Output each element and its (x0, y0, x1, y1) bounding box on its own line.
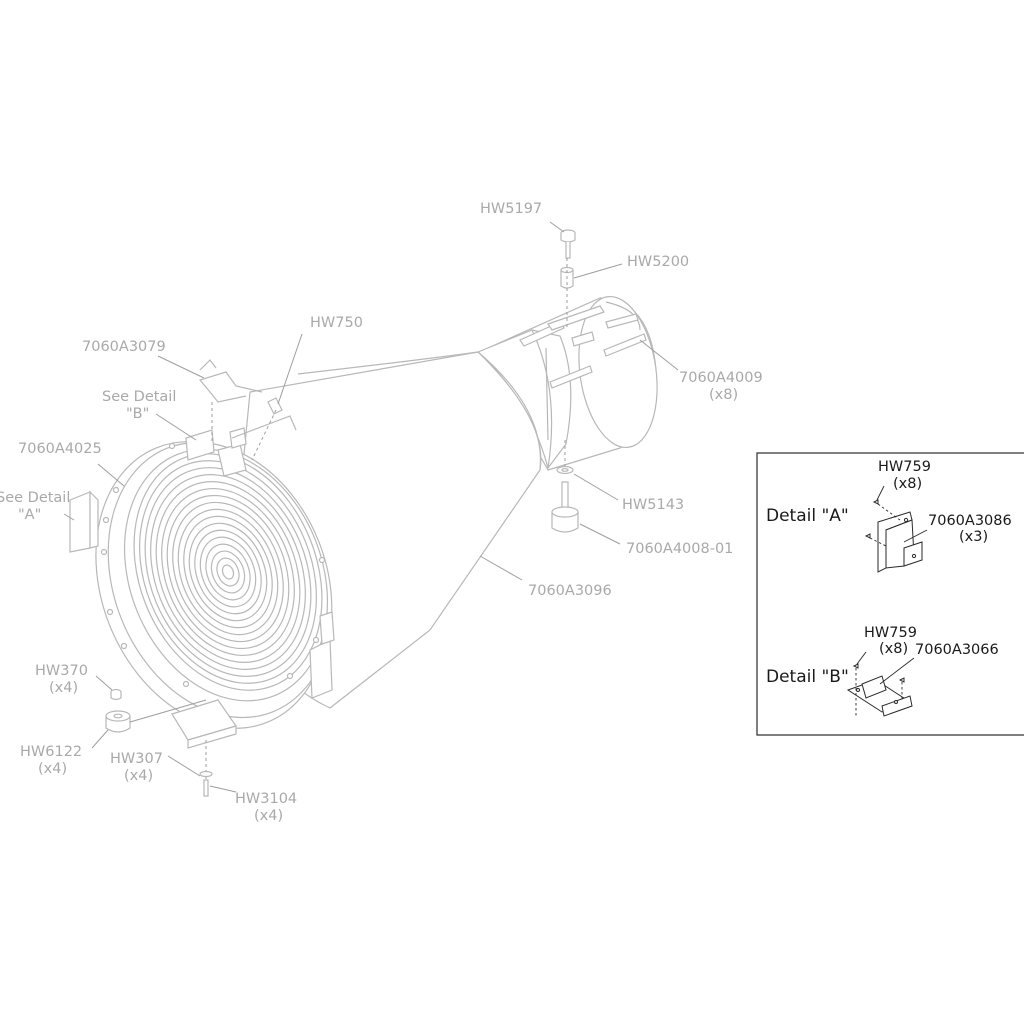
detail-a-hw759: HW759 (878, 459, 931, 475)
label-see-detail-b-line2: "B" (126, 406, 149, 422)
7060A3079-clip (198, 359, 263, 403)
fresnel-ring (161, 487, 295, 657)
hw370-nut (110, 688, 122, 701)
fresnel-lens-7060A4025 (95, 441, 333, 729)
label-hw307: HW307 (110, 751, 163, 767)
fresnel-ring (183, 515, 273, 629)
detail-a-hw759-qty: (x8) (893, 476, 922, 492)
hw3104-screw (203, 779, 209, 797)
label-hw750: HW750 (310, 315, 363, 331)
label-see-detail-b-line1: See Detail (102, 389, 176, 405)
fresnel-ring (150, 474, 306, 670)
fresnel-ring (155, 480, 301, 664)
detail-b-hw759: HW759 (864, 625, 917, 641)
lens-bracket-bottom (171, 699, 237, 749)
hw6122-bumper (105, 710, 131, 733)
detail-b-title: Detail "B" (766, 667, 849, 687)
part-labels: HW5197 HW5200 HW750 7060A3079 7060A4009 … (0, 201, 763, 824)
fresnel-ring (172, 501, 284, 643)
label-7060A3096: 7060A3096 (528, 583, 612, 599)
detail-b-part: 7060A3066 (915, 642, 999, 658)
label-see-detail-a-line2: "A" (18, 507, 41, 523)
detail-a-title: Detail "A" (766, 506, 849, 526)
fresnel-ring (139, 460, 317, 684)
label-hw5143: HW5143 (622, 497, 684, 513)
label-hw3104-qty: (x4) (254, 808, 283, 824)
detail-a-part: 7060A3086 (928, 513, 1012, 529)
label-see-detail-a-line1: See Detail (0, 490, 70, 506)
label-7060A4025: 7060A4025 (18, 441, 102, 457)
label-hw6122: HW6122 (20, 744, 82, 760)
detail-b-hw759-qty: (x8) (879, 641, 908, 657)
label-hw307-qty: (x4) (124, 768, 153, 784)
fresnel-ring (199, 536, 257, 608)
detail-b-bracket (846, 675, 913, 717)
barrel-slot (519, 305, 647, 389)
fresnel-ring (216, 557, 240, 587)
barrel-7060A4009-assembly (469, 295, 658, 471)
detail-a: Detail "A" HW759 (x8) 7060A3086 (x3) (766, 459, 1012, 573)
fresnel-ring (133, 453, 323, 691)
label-hw370-qty: (x4) (49, 680, 78, 696)
fresnel-ring (205, 543, 251, 601)
leader-lines (63, 221, 679, 793)
fresnel-ring (221, 564, 235, 580)
hw307-washer (199, 770, 213, 778)
detail-a-part-qty: (x3) (959, 529, 988, 545)
lens-bracket-right (309, 611, 335, 699)
label-hw370: HW370 (35, 663, 88, 679)
hw750-pin (267, 397, 283, 415)
label-hw6122-qty: (x4) (38, 761, 67, 777)
hw5143-washer (556, 465, 574, 475)
lens-bracket-side (69, 490, 99, 553)
hw5197-screw (560, 229, 576, 259)
detail-a-bracket (877, 511, 923, 573)
fresnel-ring (210, 550, 246, 594)
fresnel-ring (177, 508, 279, 636)
7060A4008-01-knob (551, 481, 579, 533)
label-hw5197: HW5197 (480, 201, 542, 217)
fresnel-ring (194, 529, 262, 615)
detail-b: Detail "B" HW759 (x8) 7060A3066 (766, 625, 999, 717)
rim-holes (100, 442, 326, 688)
label-7060A4008-01: 7060A4008-01 (626, 541, 733, 557)
fresnel-ring (166, 494, 290, 650)
detail-box: Detail "A" HW759 (x8) 7060A3086 (x3) Det… (756, 452, 1024, 736)
fresnel-ring (188, 522, 268, 622)
label-7060A4009: 7060A4009 (679, 370, 763, 386)
fresnel-rings (133, 453, 323, 691)
label-7060A4009-qty: (x8) (709, 387, 738, 403)
fresnel-ring (144, 467, 312, 677)
label-hw5200: HW5200 (627, 254, 689, 270)
label-hw3104: HW3104 (235, 791, 297, 807)
label-7060A3079: 7060A3079 (82, 339, 166, 355)
